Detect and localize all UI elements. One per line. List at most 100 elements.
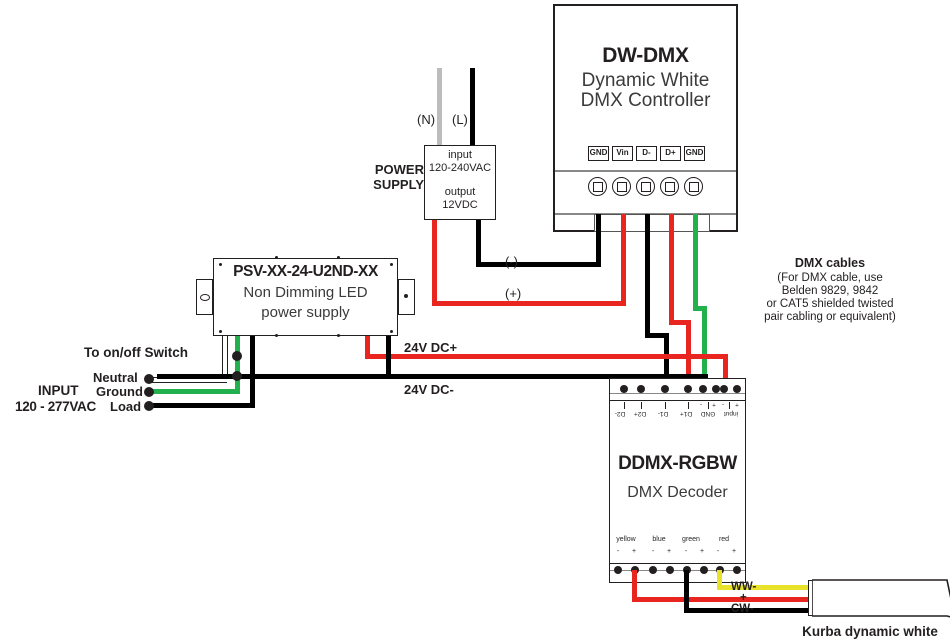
power-supply-input-value: 120-240VAC <box>428 162 492 174</box>
wire-controller-vin-horizontal <box>432 301 626 306</box>
wire-controller-gnd2-vertical <box>693 214 698 310</box>
fixture-body-shape <box>812 579 950 618</box>
decoder-top-terminal-dot-2[interactable] <box>637 385 645 393</box>
dw-dmx-screw-inner-2 <box>616 181 627 192</box>
dmx-cable-note-line-4: pair cabling or equivalent) <box>764 311 896 323</box>
decoder-top-label-input: input <box>723 410 739 417</box>
decoder-top-tick-2 <box>641 402 642 409</box>
psv-terminal-dot-load[interactable] <box>144 401 154 411</box>
decoder-top-label-d1-minus: D1- <box>657 410 669 417</box>
wire-controller-dplus-vertical <box>669 214 674 324</box>
wire-24vdc-positive-drop <box>723 354 728 390</box>
decoder-top-label-d1-plus: D1+ <box>679 410 693 417</box>
psv-corner-screw-tl <box>219 263 222 266</box>
label-24v-dc-negative: 24V DC- <box>404 382 454 397</box>
psv-model-label: PSV-XX-24-U2ND-XX <box>233 263 378 280</box>
psv-subtitle-line-2: power supply <box>261 304 350 321</box>
psv-ear-left-slot <box>200 294 210 301</box>
wire-mains-line-to-ps <box>470 68 475 145</box>
junction-dot-24v-positive <box>232 351 242 361</box>
psv-input-voltage: 120 - 277VAC <box>15 399 96 414</box>
decoder-output-sign-red-minus: - <box>716 548 720 555</box>
wire-output-yellow-vertical <box>717 570 722 589</box>
label-24v-dc-positive: 24V DC+ <box>404 340 458 355</box>
dw-dmx-screw-inner-3 <box>640 181 651 192</box>
decoder-top-inner-divider <box>610 393 745 394</box>
decoder-top-sign-input-plus: + <box>735 401 739 408</box>
psv-corner-screw-br <box>390 330 393 333</box>
decoder-subtitle: DMX Decoder <box>627 484 728 501</box>
line-marker-label: (L) <box>452 112 468 127</box>
decoder-output-dot-4[interactable] <box>666 566 674 574</box>
dw-dmx-base-line <box>555 213 736 215</box>
decoder-output-sign-green-minus: - <box>684 548 688 555</box>
wire-output-red-horizontal <box>632 597 812 602</box>
fixture-common-label: + <box>740 592 747 604</box>
decoder-output-sign-yellow-minus: - <box>616 548 620 555</box>
wire-output-red-vertical <box>632 570 637 601</box>
decoder-top-terminal-dot-5[interactable] <box>699 385 707 393</box>
dmx-cable-note-line-2: Belden 9829, 9842 <box>781 285 879 297</box>
fixture-ww-label: WW- <box>731 581 757 593</box>
decoder-top-terminal-dot-7[interactable] <box>720 385 728 393</box>
dw-dmx-terminal-gnd-1[interactable]: GND <box>588 146 609 161</box>
decoder-top-tick-5 <box>708 402 709 409</box>
dw-dmx-terminal-d-minus[interactable]: D- <box>636 146 657 161</box>
wire-controller-dplus-horizontal <box>669 320 691 325</box>
dw-dmx-terminal-d-plus[interactable]: D+ <box>660 146 681 161</box>
psv-corner-screw-tr <box>390 263 393 266</box>
decoder-top-label-d2-minus: D2- <box>614 410 626 417</box>
decoder-output-dot-1[interactable] <box>614 566 622 574</box>
wire-controller-dminus-vertical-2 <box>664 333 669 390</box>
psv-input-label: INPUT <box>38 383 79 398</box>
decoder-top-tick-3 <box>665 402 666 409</box>
dw-dmx-terminal-gnd-2[interactable]: GND <box>684 146 705 161</box>
junction-dot-24v-negative <box>232 371 242 381</box>
ps-output-positive-label: (+) <box>505 286 522 301</box>
wire-output-black-horizontal <box>684 608 812 613</box>
dw-dmx-terminal-vin[interactable]: Vin <box>612 146 633 161</box>
decoder-top-sign-input-minus: - <box>721 401 725 408</box>
decoder-top-terminal-dot-4[interactable] <box>684 385 692 393</box>
psv-terminal-neutral-label: Neutral <box>93 370 138 385</box>
decoder-output-label-green: green <box>682 536 700 543</box>
dw-dmx-controller-body <box>553 4 738 232</box>
psv-corner-screw-bl <box>219 330 222 333</box>
decoder-output-label-blue: blue <box>652 536 666 543</box>
wire-psv-ground-horizontal <box>148 389 240 394</box>
decoder-top-terminal-dot-1[interactable] <box>620 385 628 393</box>
decoder-top-sign-gnd-plus: + <box>712 401 716 408</box>
decoder-top-terminal-dot-6[interactable] <box>712 385 720 393</box>
dw-dmx-subtitle-line-1: Dynamic White <box>581 70 710 91</box>
decoder-output-dot-6[interactable] <box>700 566 708 574</box>
wire-psv-load-horizontal <box>148 403 255 408</box>
wire-controller-gnd1-vertical <box>596 214 601 266</box>
decoder-top-terminal-dot-3[interactable] <box>661 385 669 393</box>
wire-ps-output-negative-horizontal <box>476 262 486 267</box>
power-supply-output-label: output <box>444 186 476 198</box>
wire-controller-dminus-horizontal <box>645 333 669 338</box>
wire-psv-ground-vertical <box>235 336 240 394</box>
psv-subtitle-line-1: Non Dimming LED <box>243 284 368 301</box>
power-supply-12vdc-body <box>424 145 496 220</box>
psv-terminal-dot-ground[interactable] <box>144 387 154 397</box>
dmx-cable-note-heading: DMX cables <box>794 256 866 270</box>
wire-controller-gnd1-horizontal <box>484 262 601 267</box>
decoder-output-sign-green-plus: + <box>699 548 705 555</box>
wire-24vdc-positive-horizontal <box>365 354 728 359</box>
decoder-top-terminal-dot-8[interactable] <box>733 385 741 393</box>
decoder-bottom-terminal-shell <box>609 563 746 583</box>
decoder-output-dot-8[interactable] <box>733 566 741 574</box>
wire-ps-output-negative-vertical <box>476 220 481 263</box>
power-supply-side-label: POWER SUPPLY <box>373 162 424 192</box>
decoder-output-dot-3[interactable] <box>649 566 657 574</box>
power-supply-output-value: 12VDC <box>442 199 478 211</box>
psv-terminal-dot-neutral[interactable] <box>144 374 154 384</box>
fixture-name-label: Kurba dynamic white <box>802 624 938 639</box>
wire-24vdc-negative-vertical <box>386 336 391 378</box>
decoder-output-sign-red-plus: + <box>731 548 737 555</box>
dmx-cable-note-line-1: (For DMX cable, use <box>777 272 883 284</box>
decoder-top-tick-6 <box>729 402 730 409</box>
decoder-top-sign-gnd-minus: - <box>699 401 703 408</box>
